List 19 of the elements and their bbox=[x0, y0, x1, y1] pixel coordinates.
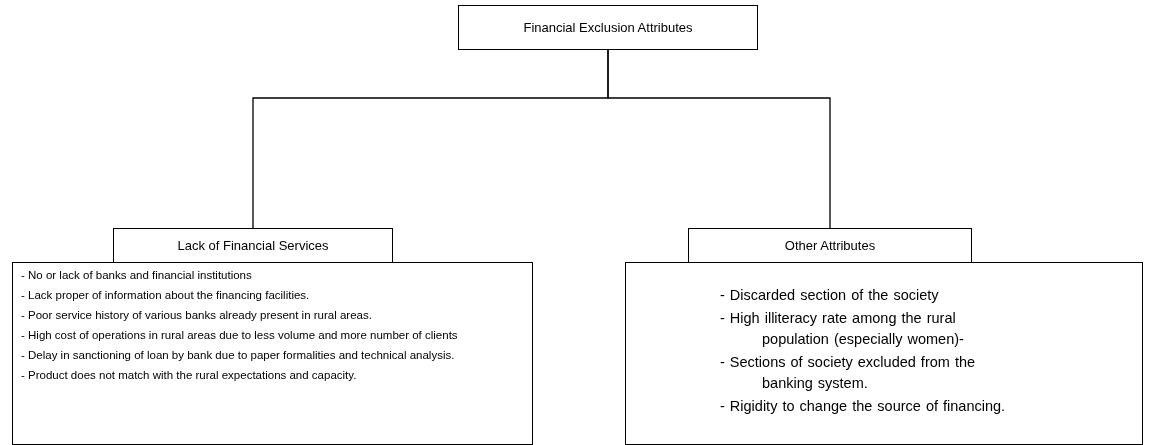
list-item: - Rigidity to change the source of financing. bbox=[720, 397, 1007, 416]
connector-line bbox=[607, 49, 831, 229]
list-item: - Lack proper of information about the financing facilities. bbox=[21, 288, 311, 303]
list-item: - Product does not match with the rural expectations and capacity. bbox=[21, 368, 358, 383]
heading-box bbox=[458, 5, 758, 50]
list-box bbox=[12, 262, 533, 445]
heading-box bbox=[688, 228, 972, 263]
heading-text: Lack of Financial Services bbox=[177, 236, 329, 255]
list-item: - Sections of society excluded from the banking system. bbox=[720, 353, 977, 393]
list-item: - Discarded section of the society bbox=[720, 286, 940, 305]
list-item: - Delay in sanctioning of loan by bank due to paper formalities and technical analysis. bbox=[21, 348, 456, 363]
list-box bbox=[625, 262, 1143, 445]
heading-text: Other Attributes bbox=[784, 236, 876, 255]
heading-text: Financial Exclusion Attributes bbox=[523, 18, 693, 37]
list-item: - Poor service history of various banks already present in rural areas. bbox=[21, 308, 373, 323]
heading-box bbox=[113, 228, 393, 263]
list-item: - High cost of operations in rural areas due to less volume and more number of clients bbox=[21, 328, 459, 343]
list-item: - No or lack of banks and financial institutions bbox=[21, 268, 253, 283]
list-item: - High illiteracy rate among the rural population (especially women)- bbox=[720, 309, 965, 349]
